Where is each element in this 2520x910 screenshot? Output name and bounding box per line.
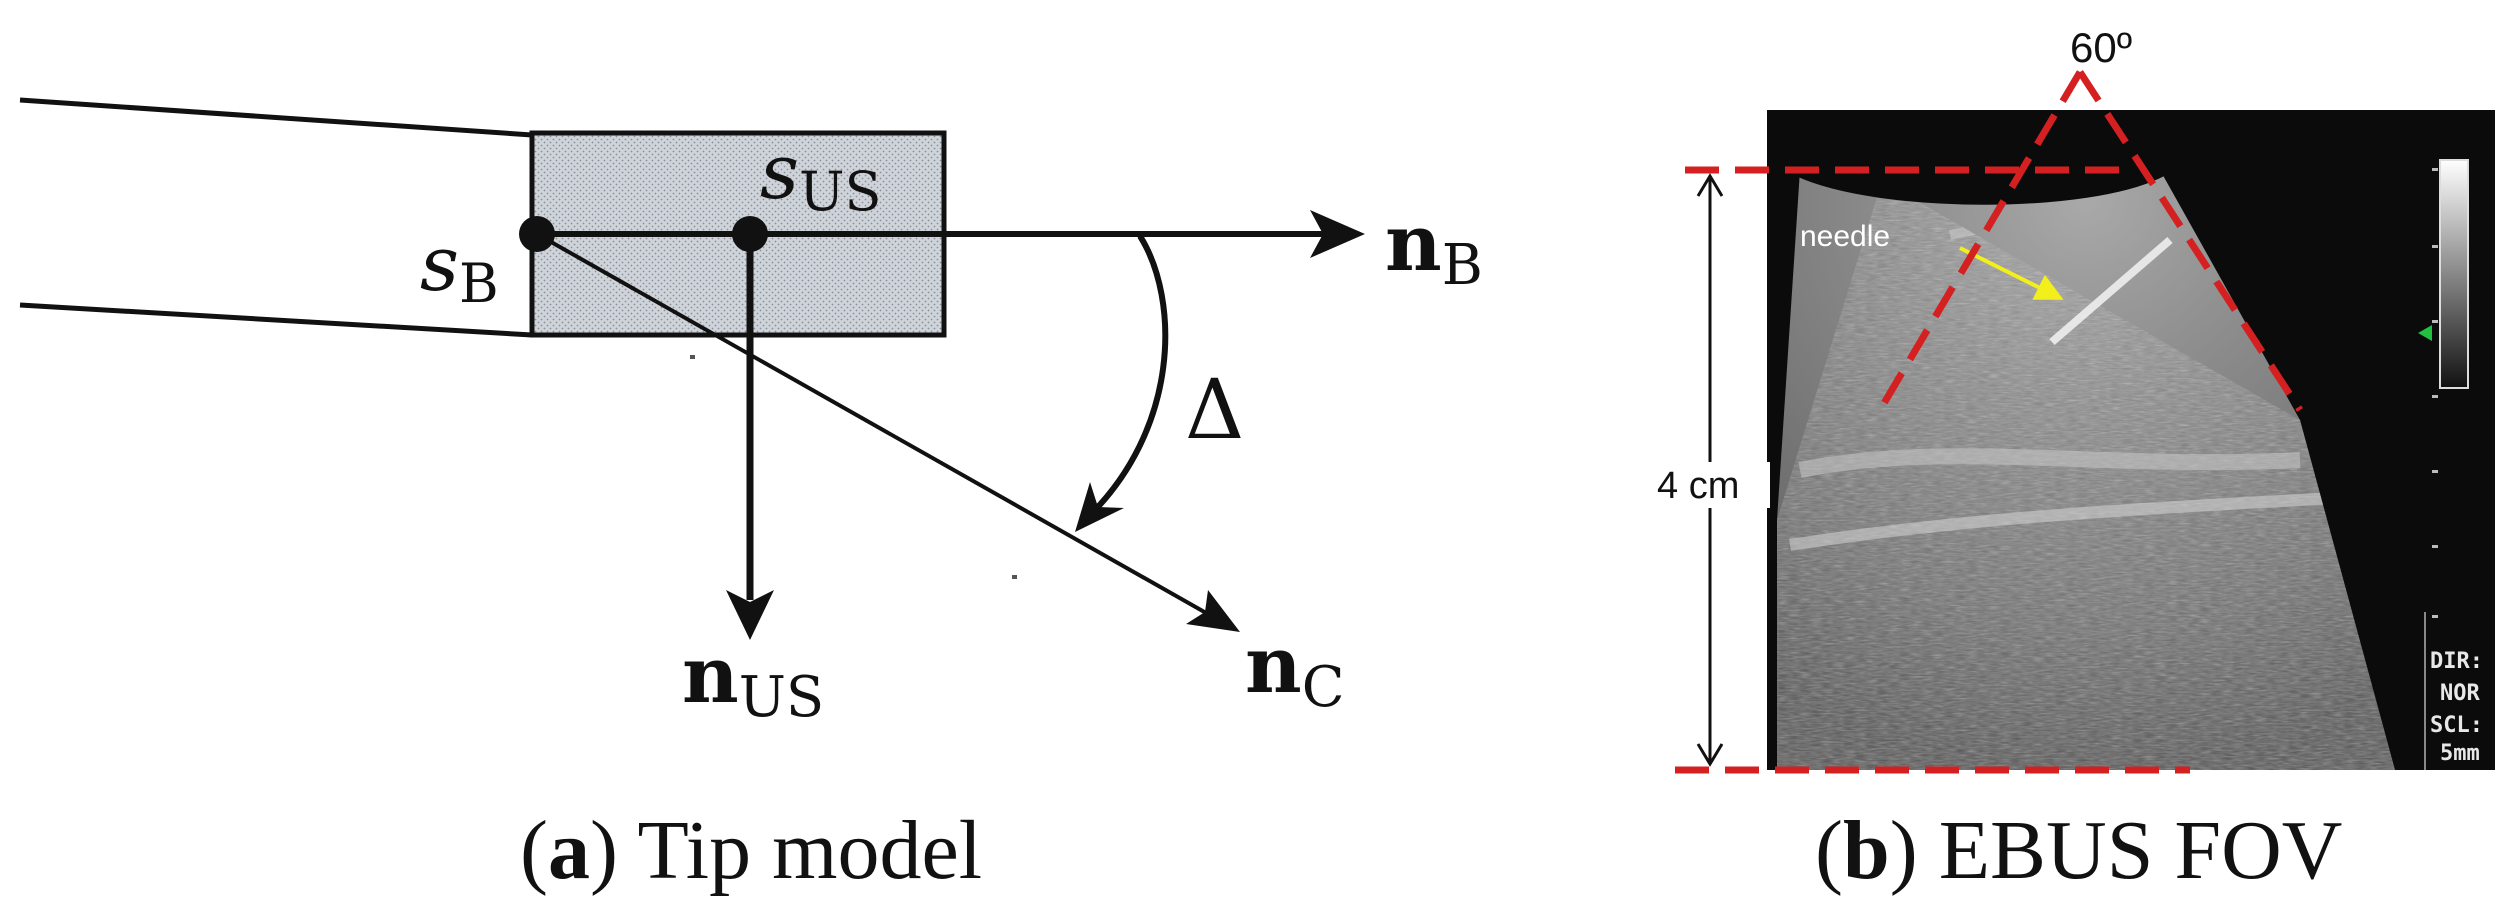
n-us-arrowhead [726,590,774,640]
scl-label: SCL: [2430,713,2483,738]
depth-arrow-bottom [1696,743,1724,767]
delta-label: Δ [1185,363,1244,458]
delta-arc [1082,234,1169,523]
fov-guides [1675,70,2303,774]
s-b-label: sB [420,219,499,315]
delta-arc-arrowhead [1075,482,1124,532]
scl-value: 5mm [2440,741,2480,766]
n-c-label: nC [1245,620,1345,720]
scope-lower-edge [19,302,533,338]
s-b-point [519,216,555,252]
needle-pointer [1959,246,2064,300]
needle-echo [2049,236,2173,346]
fov-right-edge [2077,70,2303,412]
s-us-label: sUS [760,127,882,223]
caption-a: (a) Tip model [520,804,982,897]
needle-label: needle [1800,220,1890,253]
depth-ticks [2432,168,2438,618]
dir-value: NOR [2440,681,2480,706]
depth-label-bg [1650,462,1770,508]
panel-a-tip-model: sB sUS nB nUS nC Δ (a) Tip model [19,97,1483,897]
dir-label: DIR: [2430,649,2483,674]
n-us-label: nUS [682,630,824,730]
depth-label: 4 cm [1657,465,1739,507]
caption-b: (b) EBUS FOV [1815,804,2342,897]
panel-b-ebus-fov: needle DIR: NOR SCL: 5mm 60º [1650,24,2495,897]
depth-arrow-top [1696,173,1724,197]
n-c-arrowhead [1186,590,1240,632]
s-us-point [732,216,768,252]
n-b-label: nB [1385,198,1483,298]
grayscale-bar [2439,159,2469,389]
speck [690,355,695,359]
fov-left-edge [1876,70,2084,412]
focus-marker-icon [2418,325,2432,341]
n-c-axis [536,232,1216,620]
transducer-edge [1796,159,2165,205]
n-b-arrowhead [1310,210,1365,258]
scope-upper-edge [19,97,533,138]
speck [1012,575,1017,579]
angle-label: 60º [2070,24,2132,71]
